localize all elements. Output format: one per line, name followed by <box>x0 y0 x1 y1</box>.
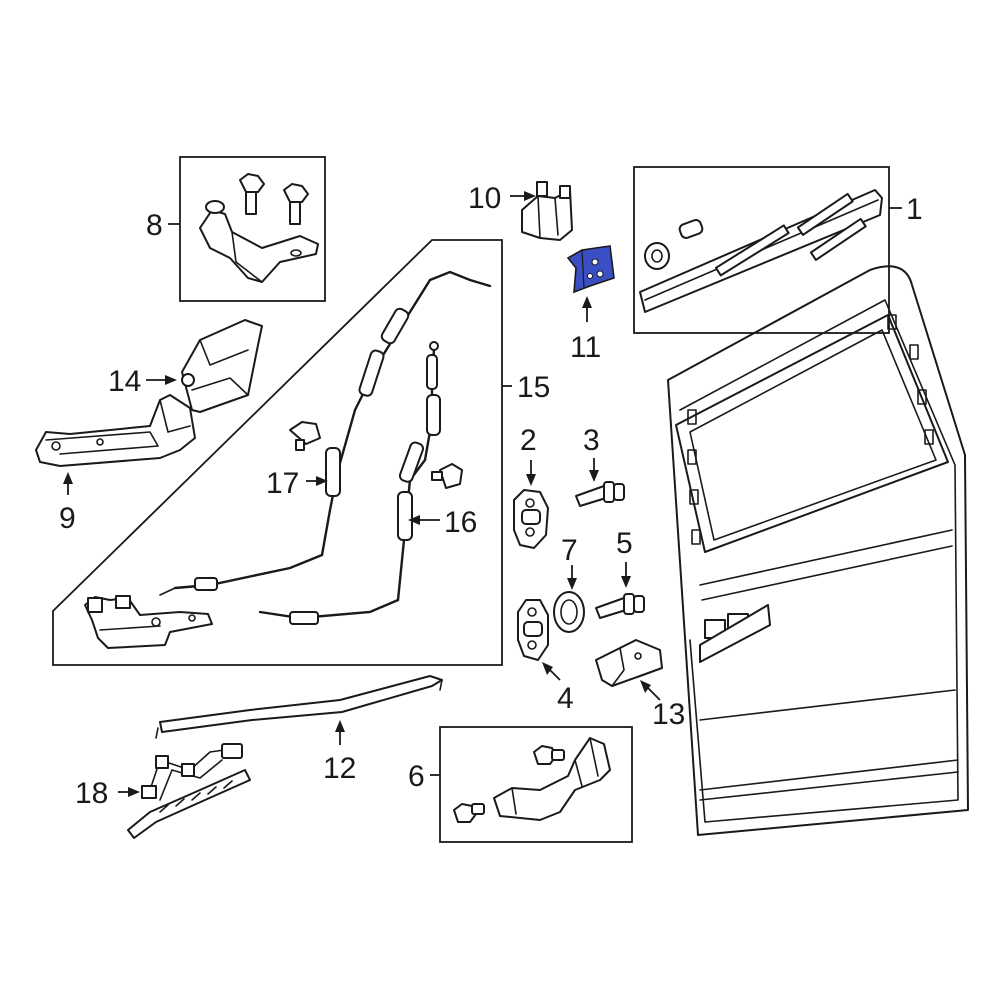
bolt-a <box>239 173 265 193</box>
rail-strip-c <box>809 217 867 261</box>
pin-part-5: 5 <box>595 527 645 619</box>
callout-15: 15 <box>517 371 550 404</box>
callout-2: 2 <box>520 424 537 457</box>
harness-part-18: 18 <box>75 743 251 839</box>
callout-16: 16 <box>444 506 477 539</box>
striker-plate-part-2: 2 <box>513 424 549 549</box>
rail-kit-group: 1 <box>633 166 923 334</box>
cable-clip-b <box>439 463 463 489</box>
hinge-part-10: 10 <box>468 181 573 241</box>
cable-17 <box>173 270 492 590</box>
pin-part-3: 3 <box>575 424 625 507</box>
callout-1: 1 <box>906 193 923 226</box>
callout-17: 17 <box>266 467 299 500</box>
rail-washer <box>644 242 670 270</box>
callout-4: 4 <box>557 682 574 715</box>
bracket-kit-box <box>179 156 326 302</box>
sliding-door-panel <box>667 265 969 836</box>
rail-kit-box <box>633 166 890 334</box>
bracket-kit-8: 8 <box>146 156 326 302</box>
latch-part-14: 14 <box>108 319 263 413</box>
callout-3: 3 <box>583 424 600 457</box>
cable-assembly-15: 15 16 17 <box>52 239 550 666</box>
cable-box <box>52 239 503 666</box>
callout-13: 13 <box>652 698 685 731</box>
latch-actuator <box>84 596 213 649</box>
callout-9: 9 <box>59 502 76 535</box>
callout-10: 10 <box>468 182 501 215</box>
lower-arm-part-9: 9 <box>35 394 196 535</box>
callout-7: 7 <box>561 534 578 567</box>
callout-5: 5 <box>616 527 633 560</box>
bracket-part-13: 13 <box>595 639 685 731</box>
callout-6: 6 <box>408 760 425 793</box>
bolt-b <box>283 183 309 203</box>
hinge-kit-box <box>439 726 633 843</box>
bracket-part-11-highlighted: 11 <box>566 245 615 364</box>
rail-strip-b <box>796 192 854 236</box>
callout-18: 18 <box>75 777 108 810</box>
rail-stopper <box>678 219 704 239</box>
callout-8: 8 <box>146 209 163 242</box>
callout-11: 11 <box>570 331 601 364</box>
highlighted-bracket <box>566 245 615 294</box>
callout-12: 12 <box>323 752 356 785</box>
hinge-kit-6: 6 <box>408 726 633 843</box>
rail-strip-a <box>714 224 790 277</box>
callout-14: 14 <box>108 365 141 398</box>
striker-plate-part-4: 4 <box>517 599 574 715</box>
ring-part-7: 7 <box>553 534 585 633</box>
rod-part-12: 12 <box>155 675 443 785</box>
